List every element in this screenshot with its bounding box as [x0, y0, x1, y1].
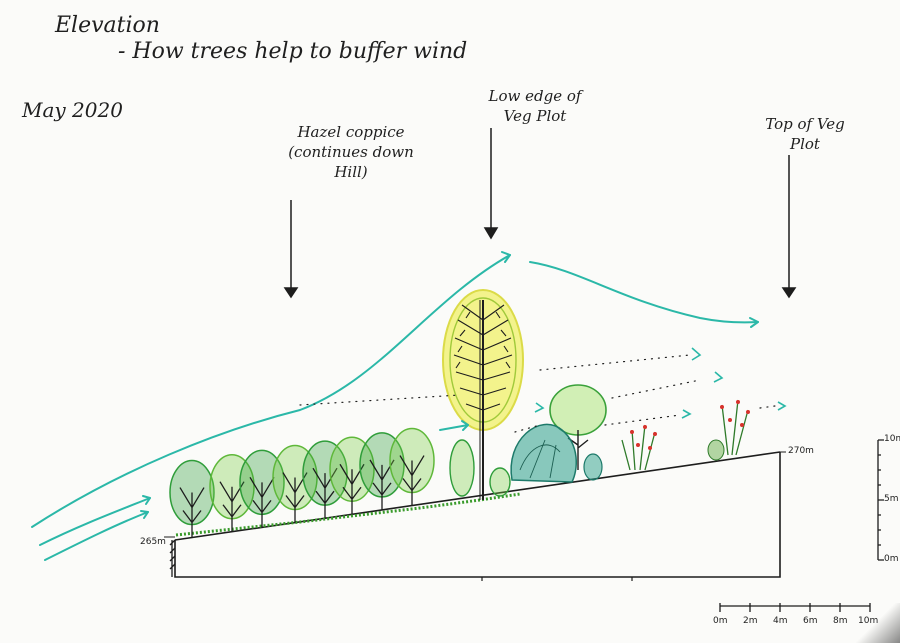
- vscale-tick-0: 0m: [884, 554, 899, 564]
- low-edge-label-line2: Veg Plot: [503, 107, 567, 125]
- wind-main-curve: [31, 254, 511, 528]
- page-corner-shadow: [840, 603, 900, 643]
- hazel-pointer-head: [283, 287, 299, 299]
- hscale-tick-6: 6m: [803, 616, 818, 626]
- elevation-low-label: 265m: [140, 537, 166, 547]
- vertical-scale-bar: [877, 439, 884, 561]
- top-plot-label-line1: Top of Veg: [765, 115, 845, 133]
- low-edge-pointer-head: [483, 227, 499, 240]
- hscale-tick-2: 2m: [743, 616, 758, 626]
- light-green-tree: [549, 384, 607, 470]
- teal-shrub: [510, 423, 603, 483]
- wind-descending-curve: [529, 261, 759, 324]
- wind-dotted-lines: [299, 354, 776, 433]
- hazel-label-line1: Hazel coppice: [297, 123, 405, 141]
- date-label: May 2020: [22, 98, 123, 122]
- low-edge-label-line1: Low edge of: [488, 87, 582, 105]
- vscale-tick-5: 5m: [884, 494, 899, 504]
- hazel-tree: [359, 432, 405, 510]
- hazel-tree: [169, 459, 215, 538]
- wind-lower-2: [44, 511, 149, 561]
- ground-block: [174, 452, 781, 578]
- wind-into-trees: [439, 424, 469, 431]
- hazel-label-line3: Hill): [334, 163, 368, 181]
- wind-arrows: [31, 251, 759, 561]
- vscale-tick-10: 10m: [884, 434, 900, 444]
- hazel-tree: [329, 436, 375, 515]
- title-line1: Elevation: [55, 13, 160, 38]
- hazel-label-line2: (continues down: [288, 143, 414, 161]
- hazel-tree: [389, 427, 435, 506]
- wind-lower-1: [39, 497, 151, 546]
- tall-yellow-tree: [442, 289, 524, 500]
- hazel-coppice-trees: [169, 427, 435, 538]
- hazel-tree: [239, 449, 285, 528]
- top-plot-label-line2: Plot: [790, 135, 820, 153]
- top-plot-label: Top of Veg Plot: [745, 114, 865, 154]
- hazel-tree: [272, 444, 318, 523]
- hazel-tree: [302, 440, 348, 519]
- title-line2: - How trees help to buffer wind: [118, 39, 468, 64]
- small-shrubs: [449, 439, 511, 497]
- grass-strip: [175, 492, 521, 537]
- hscale-tick-4: 4m: [773, 616, 788, 626]
- hazel-tree: [209, 453, 255, 532]
- red-berry-plants: [621, 399, 750, 471]
- elevation-high-label: 270m: [788, 446, 814, 456]
- ground-left-hatch: [169, 539, 176, 577]
- dotted-arrowheads: [534, 347, 787, 419]
- pointer-arrows: [283, 128, 797, 299]
- top-plot-pointer-head: [781, 287, 797, 299]
- hscale-tick-0: 0m: [713, 616, 728, 626]
- hazel-label: Hazel coppice (continues down Hill): [276, 122, 426, 182]
- block-ticks: [481, 577, 633, 581]
- low-edge-label: Low edge of Veg Plot: [470, 86, 600, 126]
